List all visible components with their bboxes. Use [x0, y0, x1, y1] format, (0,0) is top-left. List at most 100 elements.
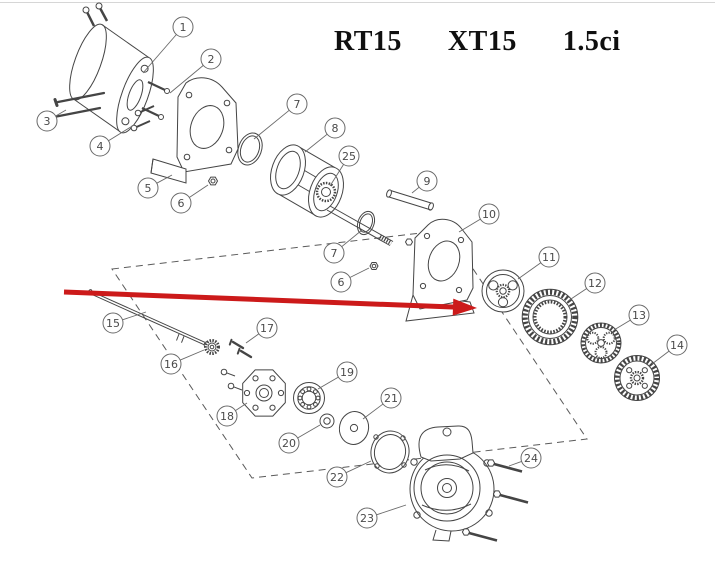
callout-7: 7 — [253, 93, 308, 140]
callout-number: 6 — [338, 276, 345, 289]
callout-number: 20 — [282, 437, 296, 450]
callout-bubble — [216, 405, 238, 427]
callout-number: 5 — [145, 182, 152, 195]
red-pointer-arrow — [63, 289, 477, 316]
motor-support-plate-4 — [176, 77, 239, 173]
callout-4: 4 — [89, 124, 135, 157]
callout-bubble — [256, 317, 278, 339]
callout-number: 7 — [294, 98, 301, 111]
callout-number: 2 — [208, 53, 215, 66]
callout-8: 8 — [304, 117, 346, 153]
nut-6b — [369, 262, 379, 270]
callout-bubble — [326, 466, 348, 488]
callout-number: 23 — [360, 512, 374, 525]
callout-number: 19 — [340, 366, 354, 379]
callout-12: 12 — [567, 272, 606, 302]
callout-leader-line — [108, 124, 135, 142]
callout-number: 24 — [524, 452, 538, 465]
callout-number: 15 — [106, 317, 120, 330]
drum-shaft — [326, 205, 394, 246]
callout-bubble — [356, 507, 378, 529]
callout-10: 10 — [458, 203, 500, 233]
thrust-washer-21 — [338, 411, 370, 445]
callout-7: 7 — [323, 229, 363, 264]
assembly-boundary — [111, 229, 588, 479]
callout-leader-line — [508, 460, 522, 467]
callout-leader-line — [349, 267, 370, 278]
callout-leader-line — [169, 65, 204, 94]
callout-number: 3 — [44, 115, 51, 128]
callout-leader-line — [345, 460, 372, 474]
callout-21: 21 — [362, 387, 402, 420]
callout-bubble — [172, 16, 194, 38]
cable-drum-8 — [270, 144, 344, 218]
callout-number: 8 — [332, 122, 339, 135]
callout-number: 1 — [180, 21, 187, 34]
callout-number: 18 — [220, 410, 234, 423]
callout-leader-line — [362, 403, 384, 420]
callout-19: 19 — [317, 361, 358, 390]
mounting-foot-5 — [150, 158, 187, 184]
callout-leader-line — [613, 319, 631, 331]
red-arrow-head — [452, 298, 477, 316]
callout-number: 25 — [342, 150, 356, 163]
callout-2: 2 — [169, 48, 222, 94]
oring-7a — [237, 132, 263, 166]
callout-5: 5 — [137, 174, 173, 199]
oring-7b — [356, 210, 376, 236]
callout-leader-line — [156, 174, 173, 184]
callout-leader-line — [235, 402, 248, 411]
callout-3: 3 — [36, 109, 67, 132]
callout-bubble — [666, 334, 688, 356]
callout-number: 14 — [670, 339, 684, 352]
title-displacement: 1.5ci — [562, 26, 621, 57]
callout-leader-line — [55, 109, 67, 117]
callout-leader-line — [411, 186, 420, 194]
callout-leader-line — [189, 184, 209, 198]
screws-17 — [228, 338, 253, 359]
callout-leader-line — [651, 350, 670, 365]
callout-24: 24 — [508, 447, 542, 469]
callout-leader-line — [329, 164, 344, 187]
housing-bolts-24 — [461, 459, 529, 542]
callout-bubble — [584, 272, 606, 294]
gasket-22 — [370, 430, 410, 474]
callout-bubble — [200, 48, 222, 70]
washer-20 — [319, 413, 335, 429]
callout-bubble — [520, 447, 542, 469]
callout-14: 14 — [651, 334, 688, 365]
callout-leader-line — [253, 109, 290, 140]
planet-carrier-11 — [481, 269, 525, 313]
planet-carrier-13 — [580, 322, 622, 364]
top-border-line — [0, 2, 715, 3]
callout-1: 1 — [142, 16, 194, 74]
callout-bubble — [160, 353, 182, 375]
diagram-title: RT15 XT15 1.5ci — [334, 26, 621, 58]
callout-bubble — [323, 242, 345, 264]
callout-leader-line — [458, 218, 481, 233]
callout-22: 22 — [326, 460, 372, 488]
callout-leader-line — [567, 288, 587, 302]
end-flange-18 — [220, 368, 286, 417]
callout-number: 16 — [164, 358, 178, 371]
callout-bubble — [478, 203, 500, 225]
callout-15: 15 — [102, 311, 147, 334]
callout-23: 23 — [356, 504, 407, 529]
callout-18: 18 — [216, 402, 248, 427]
callouts-layer: 1234567825971061112131415161718192021222… — [36, 16, 688, 529]
callout-number: 10 — [482, 208, 496, 221]
gear-housing-23 — [409, 425, 495, 542]
callout-leader-line — [317, 376, 339, 390]
title-model-xt15: XT15 — [447, 26, 517, 57]
callout-leader-line — [297, 424, 321, 439]
bearing-19 — [293, 382, 325, 414]
callout-bubble — [324, 117, 346, 139]
title-model-rt15: RT15 — [334, 26, 402, 57]
callout-bubble — [89, 135, 111, 157]
callout-number: 21 — [384, 392, 398, 405]
callout-17: 17 — [245, 317, 278, 344]
callout-11: 11 — [517, 246, 560, 280]
callout-number: 13 — [632, 309, 646, 322]
callout-number: 12 — [588, 277, 602, 290]
